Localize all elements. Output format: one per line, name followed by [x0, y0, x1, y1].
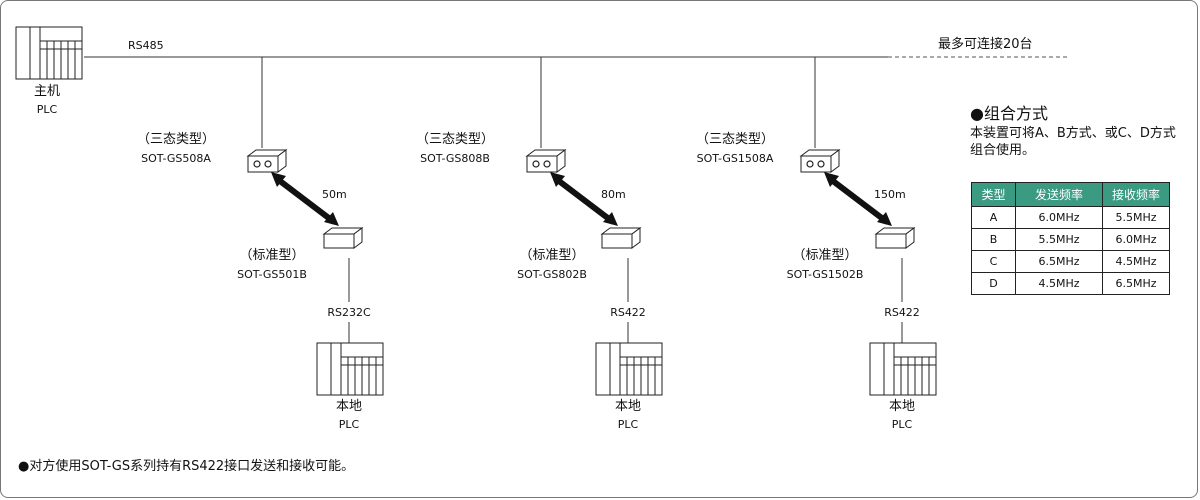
local-name-3: 本地 — [888, 399, 916, 414]
tri-state-transceiver-icon-2 — [526, 149, 566, 173]
local-type-2: PLC — [617, 418, 639, 431]
bus-label: RS485 — [128, 39, 164, 52]
cell-recv: 6.5MHz — [1102, 272, 1170, 295]
table-row: A 6.0MHz 5.5MHz — [971, 206, 1170, 229]
master-name: 主机 — [33, 84, 61, 99]
local-type-1: PLC — [338, 418, 360, 431]
local-plc-icon-1 — [316, 342, 384, 396]
cell-type: A — [971, 206, 1016, 229]
footnote: ●对方使用SOT-GS系列持有RS422接口发送和接收可能。 — [18, 459, 355, 474]
arrowhead-up-3 — [824, 172, 839, 187]
cell-type: B — [971, 228, 1016, 251]
table-row: D 4.5MHz 6.5MHz — [971, 272, 1170, 295]
cell-recv: 6.0MHz — [1102, 228, 1170, 251]
std-type-label-3: （标准型） — [792, 248, 858, 263]
arrowhead-down-2 — [603, 212, 618, 226]
standard-receiver-icon-3 — [875, 227, 915, 249]
link-arrow-1 — [274, 175, 336, 225]
link-arrow-2 — [553, 175, 615, 225]
tri-model-label-1: SOT-GS508A — [141, 152, 211, 165]
cell-send: 6.5MHz — [1015, 250, 1103, 273]
tri-state-transceiver-icon-3 — [800, 149, 840, 173]
table-row: C 6.5MHz 4.5MHz — [971, 250, 1170, 273]
local-type-3: PLC — [891, 418, 913, 431]
std-model-label-1: SOT-GS501B — [237, 268, 307, 281]
tri-type-label-1: （三态类型） — [136, 132, 216, 147]
local-name-1: 本地 — [335, 399, 363, 414]
tri-model-label-2: SOT-GS808B — [420, 152, 490, 165]
std-model-label-3: SOT-GS1502B — [786, 268, 864, 281]
cell-type: C — [971, 250, 1016, 273]
combo-desc-line1: 本装置可将A、B方式、或C、D方式 — [970, 126, 1176, 141]
header-type: 类型 — [971, 182, 1016, 207]
std-type-label-1: （标准型） — [239, 248, 305, 263]
distance-label-3: 150m — [874, 188, 906, 201]
tri-model-label-3: SOT-GS1508A — [696, 152, 774, 165]
interface-label-1: RS232C — [327, 306, 371, 319]
cell-send: 4.5MHz — [1015, 272, 1103, 295]
header-send-freq: 发送频率 — [1015, 182, 1103, 207]
table-header-row: 类型 发送频率 接收频率 — [971, 182, 1170, 207]
standard-receiver-icon-1 — [323, 227, 363, 249]
distance-label-1: 50m — [322, 188, 347, 201]
cell-type: D — [971, 272, 1016, 295]
standard-receiver-icon-2 — [601, 227, 641, 249]
tri-state-transceiver-icon-1 — [247, 149, 287, 173]
tri-type-label-2: （三态类型） — [415, 132, 495, 147]
combo-desc-line2: 组合使用。 — [970, 143, 1036, 158]
cell-recv: 4.5MHz — [1102, 250, 1170, 273]
combo-title: ●组合方式 — [970, 104, 1048, 123]
arrowhead-up-2 — [550, 172, 565, 187]
frequency-table: 类型 发送频率 接收频率 A 6.0MHz 5.5MHz B 5.5MHz 6.… — [971, 182, 1170, 295]
arrowhead-down-1 — [324, 212, 339, 226]
std-type-label-2: （标准型） — [519, 248, 585, 263]
arrowhead-down-3 — [877, 212, 892, 226]
cell-recv: 5.5MHz — [1102, 206, 1170, 229]
local-plc-icon-3 — [869, 342, 937, 396]
cell-send: 6.0MHz — [1015, 206, 1103, 229]
max-connection-note: 最多可连接20台 — [938, 37, 1033, 52]
distance-label-2: 80m — [601, 188, 626, 201]
cell-send: 5.5MHz — [1015, 228, 1103, 251]
interface-label-2: RS422 — [610, 306, 646, 319]
arrowhead-up-1 — [271, 172, 286, 187]
local-plc-icon-2 — [595, 342, 663, 396]
std-model-label-2: SOT-GS802B — [517, 268, 587, 281]
interface-label-3: RS422 — [884, 306, 920, 319]
master-plc-icon — [15, 26, 83, 80]
local-name-2: 本地 — [614, 399, 642, 414]
tri-type-label-3: （三态类型） — [695, 132, 775, 147]
header-recv-freq: 接收频率 — [1102, 182, 1170, 207]
master-type: PLC — [36, 103, 58, 116]
link-arrow-3 — [827, 175, 889, 225]
table-row: B 5.5MHz 6.0MHz — [971, 228, 1170, 251]
